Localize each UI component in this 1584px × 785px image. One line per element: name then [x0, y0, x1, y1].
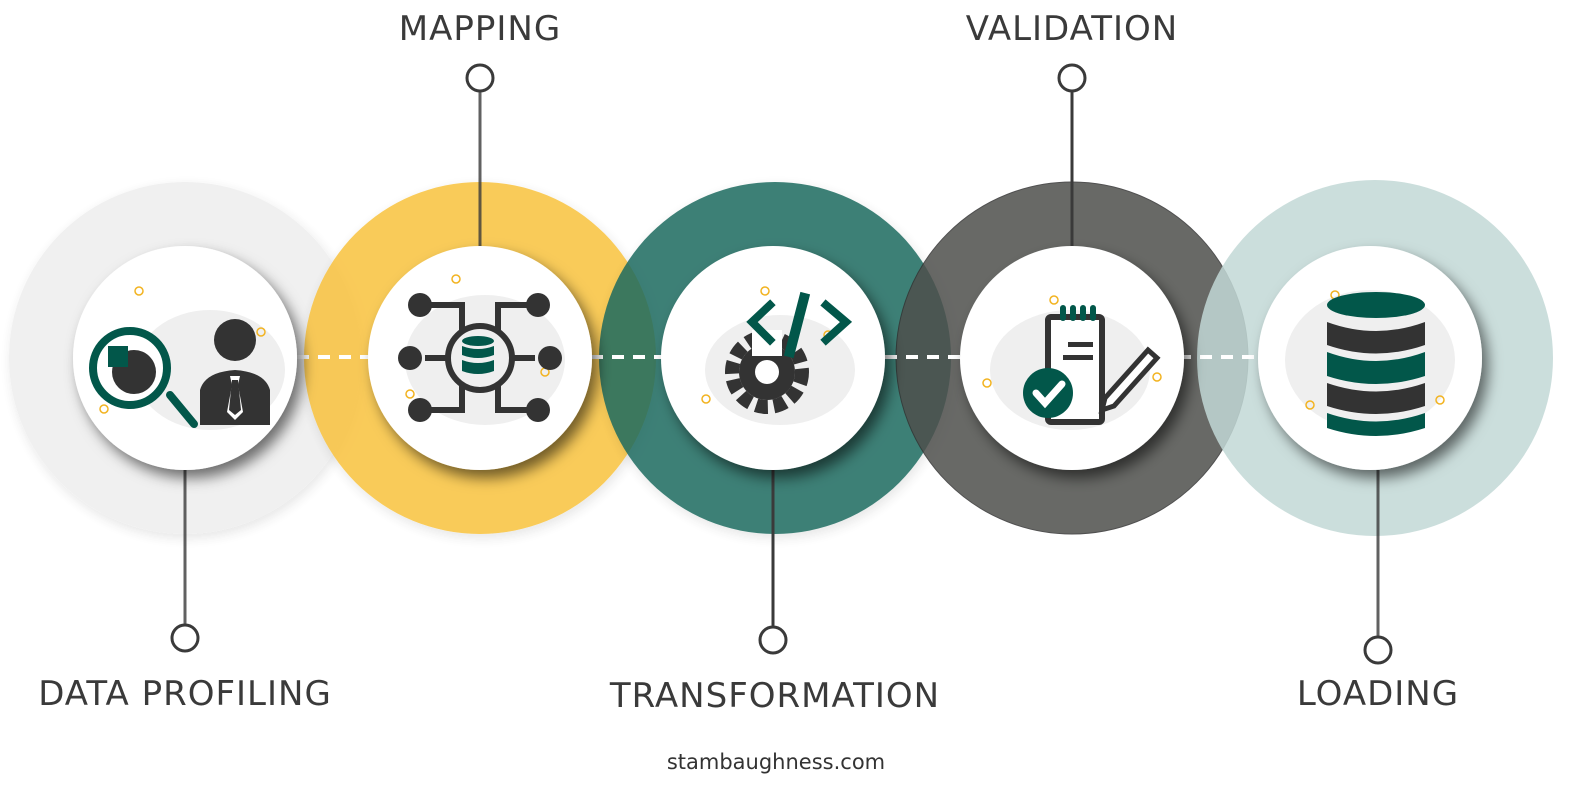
clipboard-check-icon — [1023, 305, 1161, 425]
connector-node-data-profiling — [170, 623, 200, 653]
connector-node-mapping — [465, 63, 495, 93]
connector-node-transformation — [758, 625, 788, 655]
footer-website: stambaughness.com — [667, 750, 885, 774]
connector-node-loading — [1363, 635, 1393, 665]
step-label-mapping: MAPPING — [399, 9, 561, 49]
connectors — [170, 63, 1393, 665]
step-label-transformation: TRANSFORMATION — [609, 676, 940, 716]
database-icon — [1327, 292, 1425, 436]
magnifier-person-icon — [89, 319, 270, 428]
database-network-icon — [398, 293, 562, 422]
connector-node-validation — [1057, 63, 1087, 93]
step-label-validation: VALIDATION — [966, 9, 1179, 49]
gear-code-icon — [725, 291, 853, 414]
step-label-data-profiling: DATA PROFILING — [38, 674, 332, 714]
step-label-loading: LOADING — [1297, 674, 1459, 714]
